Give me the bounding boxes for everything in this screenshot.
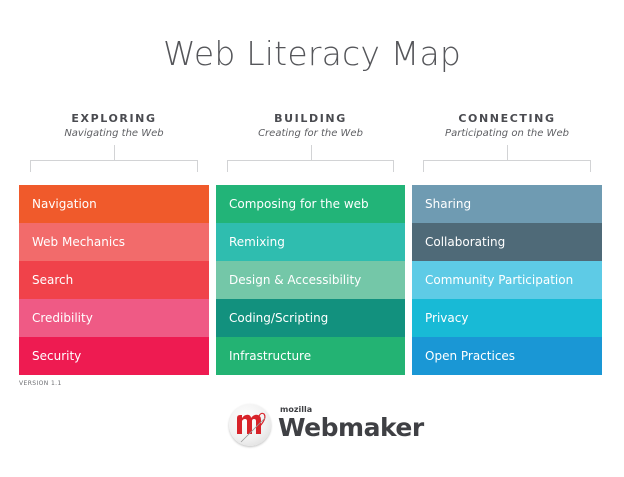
column-building: BUILDING Creating for the Web — [216, 112, 405, 175]
column-exploring: EXPLORING Navigating the Web — [19, 112, 209, 175]
cell-design-accessibility[interactable]: Design & Accessibility — [216, 261, 405, 299]
stack-connecting: Sharing Collaborating Community Particip… — [412, 185, 602, 375]
bracket-connector — [412, 145, 602, 175]
cell-search[interactable]: Search — [19, 261, 209, 299]
version-label: VERSION 1.1 — [19, 380, 62, 387]
column-header: CONNECTING Participating on the Web — [412, 112, 602, 139]
cell-security[interactable]: Security — [19, 337, 209, 375]
column-subtitle: Participating on the Web — [445, 128, 569, 139]
webmaker-logo[interactable]: mozilla Webmaker — [229, 402, 424, 448]
cell-privacy[interactable]: Privacy — [412, 299, 602, 337]
cell-credibility[interactable]: Credibility — [19, 299, 209, 337]
logo-webmaker-text: Webmaker — [278, 413, 424, 442]
column-name: CONNECTING — [458, 112, 556, 125]
cell-sharing[interactable]: Sharing — [412, 185, 602, 223]
cell-web-mechanics[interactable]: Web Mechanics — [19, 223, 209, 261]
logo-mozilla-text: mozilla — [280, 405, 313, 414]
column-subtitle: Creating for the Web — [258, 128, 363, 139]
bracket-connector — [216, 145, 405, 175]
cell-open-practices[interactable]: Open Practices — [412, 337, 602, 375]
page-title: Web Literacy Map — [162, 34, 462, 73]
column-header: EXPLORING Navigating the Web — [19, 112, 209, 139]
cell-composing[interactable]: Composing for the web — [216, 185, 405, 223]
cell-navigation[interactable]: Navigation — [19, 185, 209, 223]
cell-remixing[interactable]: Remixing — [216, 223, 405, 261]
column-connecting: CONNECTING Participating on the Web — [412, 112, 602, 175]
webmaker-m-icon — [229, 404, 271, 446]
cell-coding-scripting[interactable]: Coding/Scripting — [216, 299, 405, 337]
bracket-connector — [19, 145, 209, 175]
stack-exploring: Navigation Web Mechanics Search Credibil… — [19, 185, 209, 375]
cell-collaborating[interactable]: Collaborating — [412, 223, 602, 261]
cell-infrastructure[interactable]: Infrastructure — [216, 337, 405, 375]
column-subtitle: Navigating the Web — [64, 128, 164, 139]
column-header: BUILDING Creating for the Web — [216, 112, 405, 139]
column-name: BUILDING — [274, 112, 347, 125]
stack-building: Composing for the web Remixing Design & … — [216, 185, 405, 375]
column-name: EXPLORING — [71, 112, 157, 125]
cell-community-participation[interactable]: Community Participation — [412, 261, 602, 299]
